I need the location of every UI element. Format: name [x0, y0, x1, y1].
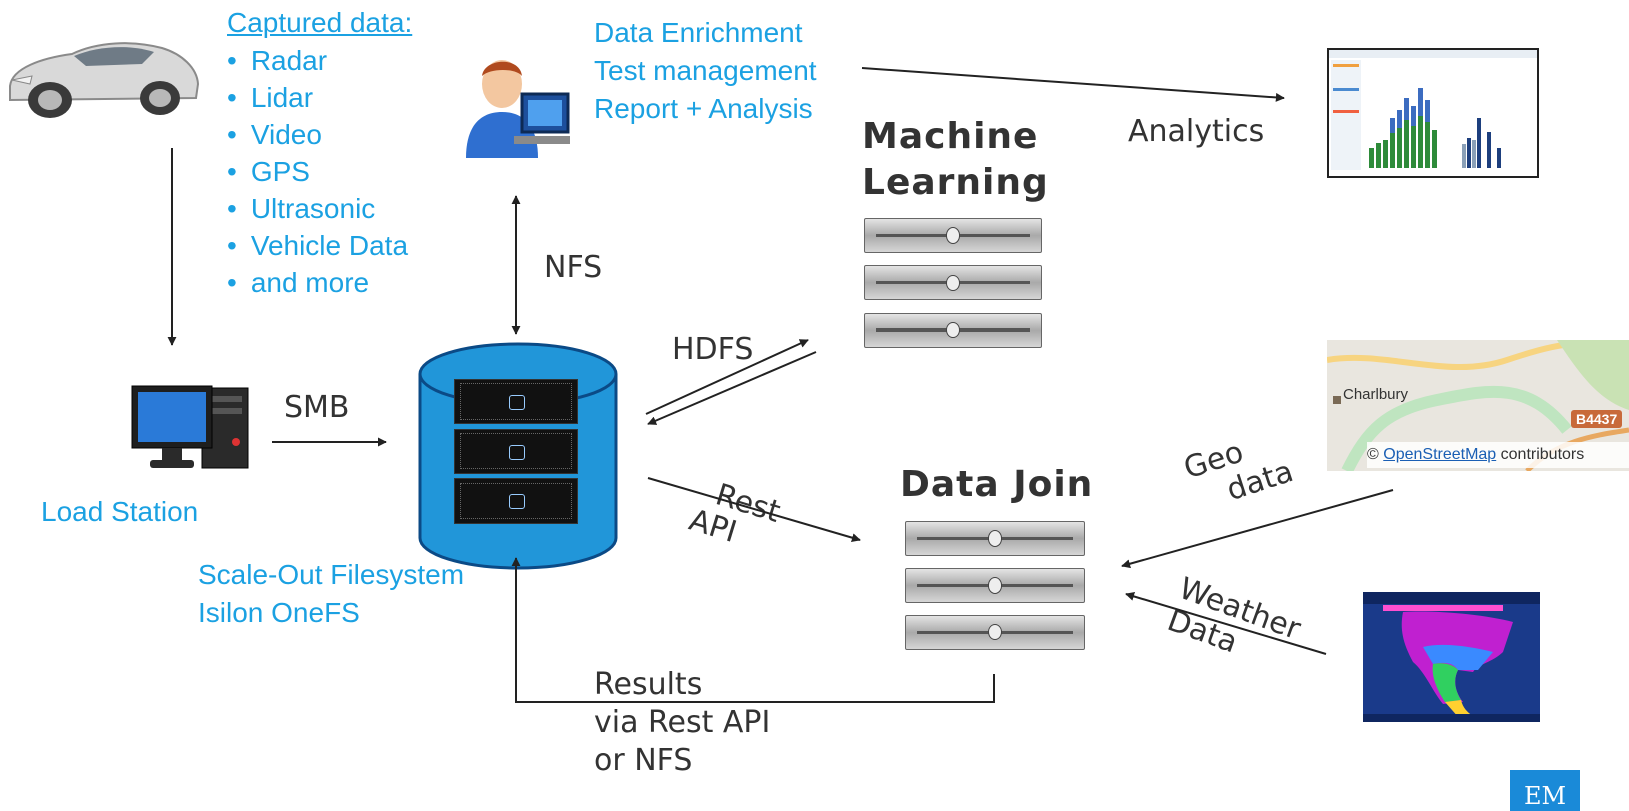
hdfs-label: HDFS	[672, 332, 754, 367]
desktop-computer-icon	[131, 385, 249, 469]
corner-logo-text: EM	[1524, 782, 1567, 810]
geo-data-label: Geo data	[1180, 423, 1298, 519]
list-item: Video	[227, 116, 412, 153]
corner-logo: EM	[1510, 770, 1580, 811]
analytics-label: Analytics	[1128, 114, 1265, 149]
user-at-computer-icon	[466, 60, 570, 158]
task-report-analysis: Report + Analysis	[594, 93, 813, 124]
smb-label: SMB	[284, 390, 350, 425]
storage-cylinder-icon	[418, 342, 618, 572]
list-item: Lidar	[227, 79, 412, 116]
server-rack-icon	[905, 521, 1085, 655]
ml-title-line2: Learning	[862, 162, 1049, 203]
nfs-label: NFS	[544, 250, 603, 285]
map-credit-suffix: contributors	[1500, 446, 1585, 463]
results-line1: Results	[594, 667, 703, 702]
task-test-management: Test management	[594, 55, 817, 86]
ml-title-line1: Machine	[862, 116, 1039, 157]
list-item: Vehicle Data	[227, 227, 412, 264]
map-thumbnail: Charlbury B4437 © OpenStreetMap contribu…	[1327, 340, 1629, 471]
filesystem-label-line1: Scale-Out Filesystem	[198, 559, 465, 590]
data-join-title: Data Join	[900, 464, 1094, 505]
map-road-label: B4437	[1571, 410, 1623, 428]
load-station-label: Load Station	[41, 496, 199, 527]
captured-data-list: Radar Lidar Video GPS Ultrasonic Vehicle…	[227, 42, 412, 301]
list-item: Radar	[227, 42, 412, 79]
list-item: and more	[227, 264, 412, 301]
list-item: GPS	[227, 153, 412, 190]
analytics-dashboard-thumbnail	[1327, 48, 1539, 178]
geo-data-arrow	[1121, 489, 1394, 569]
results-line2: via Rest API	[594, 705, 771, 740]
list-item: Ultrasonic	[227, 190, 412, 227]
filesystem-label-line2: Isilon OneFS	[198, 597, 360, 628]
weather-map-thumbnail	[1363, 592, 1540, 722]
map-credit-prefix: ©	[1367, 446, 1379, 463]
task-data-enrichment: Data Enrichment	[594, 17, 803, 48]
car-icon	[9, 42, 200, 118]
analytics-arrow	[861, 67, 1285, 102]
map-credit-link[interactable]: OpenStreetMap	[1383, 446, 1497, 463]
rest-api-label: Rest API	[685, 474, 784, 560]
captured-data-heading: Captured data:	[227, 7, 413, 38]
weather-data-label: Weather Data	[1163, 571, 1305, 679]
map-place-label: Charlbury	[1343, 386, 1409, 403]
map-credit: © OpenStreetMap contributors	[1367, 442, 1629, 468]
results-line3: or NFS	[594, 743, 693, 778]
server-rack-icon	[864, 218, 1042, 353]
